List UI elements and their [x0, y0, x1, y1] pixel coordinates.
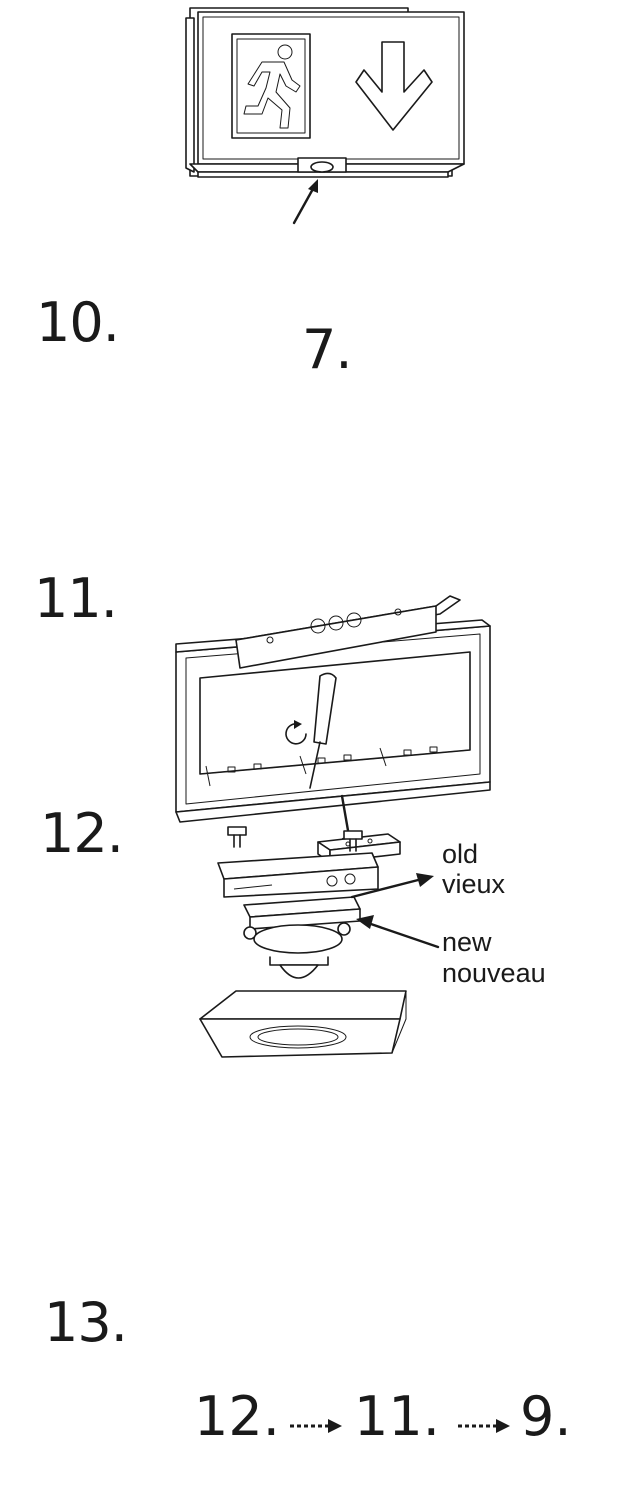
mounting-plate-assembly-illustration	[199, 826, 407, 1058]
down-arrow-icon	[355, 41, 433, 131]
dotted-arrow-icon	[458, 1419, 510, 1433]
running-man-icon	[231, 33, 311, 139]
housing-illustration	[175, 595, 491, 823]
screwdriver-icon	[309, 672, 337, 789]
step-10-section: 10. 7.	[0, 0, 619, 400]
step-13-section: 13. 12. 11. 9.	[0, 1280, 619, 1487]
rotate-icon	[285, 720, 307, 745]
step-number: 12.	[40, 802, 124, 865]
new-label-fr: nouveau	[442, 958, 546, 988]
new-label: new	[442, 927, 492, 957]
pointer-arrow-icon	[350, 873, 434, 899]
sequence-step: 11.	[354, 1385, 440, 1448]
reference-step-number: 7.	[302, 318, 353, 381]
exit-sign-illustration	[185, 7, 465, 178]
step-11-section: 11.	[0, 560, 619, 890]
pointer-arrow-icon	[292, 179, 318, 225]
sequence-step: 9.	[520, 1385, 572, 1448]
sequence-step: 12.	[194, 1385, 280, 1448]
step-sequence: 12. 11. 9.	[194, 1390, 614, 1456]
step-number: 13.	[44, 1291, 128, 1354]
step-number: 10.	[36, 291, 120, 354]
pointer-arrow-icon	[356, 915, 440, 949]
dotted-arrow-icon	[290, 1419, 342, 1433]
old-label: old	[442, 839, 479, 869]
step-number: 11.	[34, 567, 118, 630]
old-label-fr: vieux	[442, 869, 506, 899]
step-12-section: 12. old vieu	[0, 802, 619, 1058]
